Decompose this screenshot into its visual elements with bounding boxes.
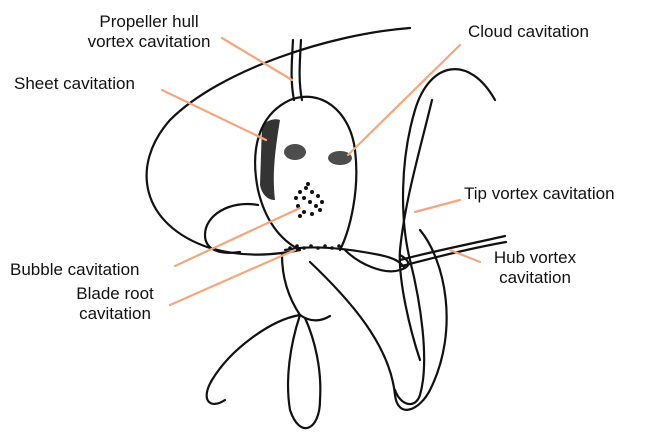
- lower-sweep-outline: [310, 230, 447, 410]
- left-lobe-outline: [205, 204, 258, 253]
- label-bubble: Bubble cavitation: [10, 260, 139, 280]
- label-sheet: Sheet cavitation: [14, 74, 135, 94]
- label-tip-vortex: Tip vortex cavitation: [464, 184, 615, 204]
- label-blade-root-line2: cavitation: [60, 304, 170, 324]
- lower-center-blade-outline: [288, 315, 320, 428]
- hull-vortex-tube: [292, 40, 294, 100]
- lower-left-blade-outline: [207, 315, 300, 404]
- leader-hub-vortex: [450, 250, 480, 262]
- bubble-cavitation-marks: [294, 182, 324, 218]
- label-blade-root: Blade root cavitation: [60, 284, 170, 324]
- label-blade-root-line1: Blade root: [60, 284, 170, 304]
- leader-tip-vortex: [415, 200, 460, 212]
- label-cloud: Cloud cavitation: [468, 22, 589, 42]
- leader-blade-root: [170, 250, 295, 305]
- label-hub-vortex-line2: cavitation: [480, 268, 590, 288]
- lower-hub-outline: [282, 255, 330, 320]
- leader-cloud: [348, 45, 460, 155]
- label-propeller-hull: Propeller hull vortex cavitation: [64, 12, 234, 52]
- sheet-cavitation-marks: [260, 119, 280, 200]
- label-propeller-hull-line2: vortex cavitation: [64, 32, 234, 52]
- cloud-cavitation-marks: [284, 144, 352, 165]
- leader-sheet: [162, 90, 266, 140]
- label-hub-vortex: Hub vortex cavitation: [480, 248, 590, 288]
- label-propeller-hull-line1: Propeller hull: [64, 12, 234, 32]
- outer-blade-outline: [147, 28, 410, 255]
- right-blade-outline: [395, 69, 495, 404]
- label-hub-vortex-line1: Hub vortex: [480, 248, 590, 268]
